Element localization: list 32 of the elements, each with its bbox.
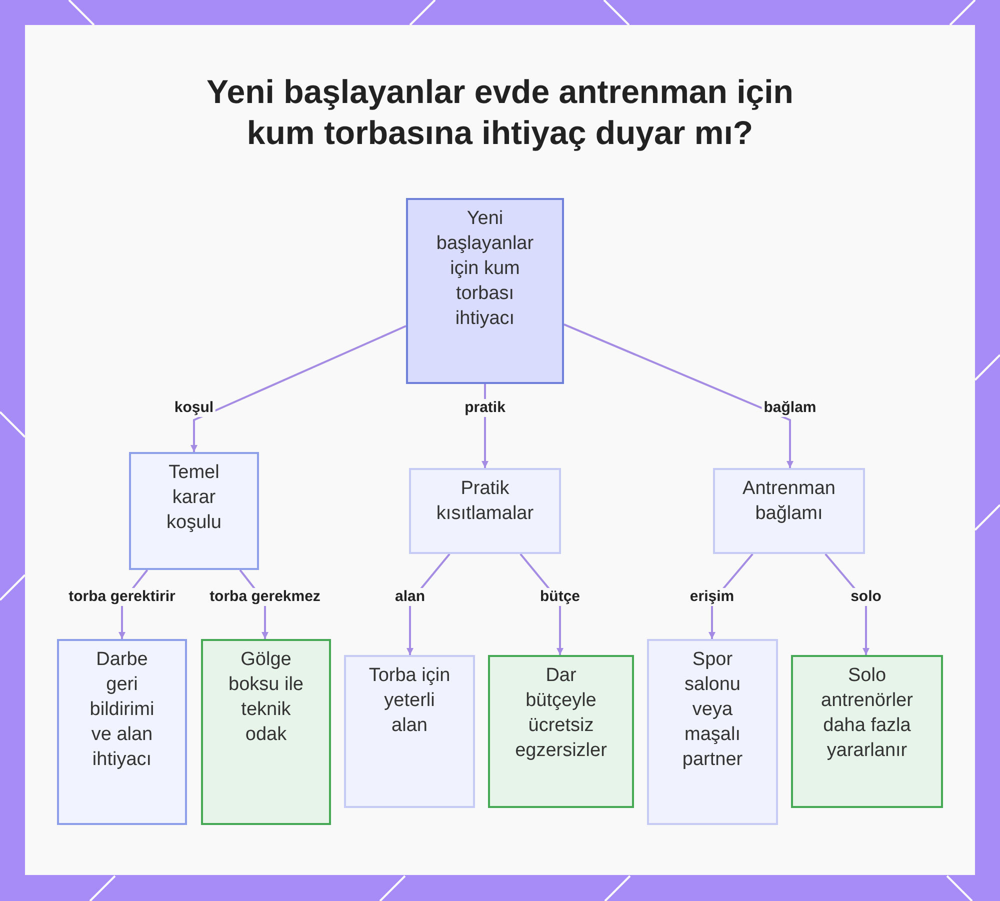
edge-label: bağlam: [762, 399, 818, 417]
branch-box: [713, 468, 865, 554]
node-text: Antrenman bağlamı: [742, 477, 836, 526]
node-text: Darbe geri bildirimi ve alan ihtiyacı: [88, 648, 156, 772]
edge-label: alan: [393, 588, 427, 606]
branch-box: [409, 468, 561, 554]
connector: [190, 325, 406, 452]
edge-label: koşul: [172, 399, 216, 417]
branch-box: [344, 655, 475, 808]
topic-box: [406, 198, 564, 384]
edge-label: torba gerekmez: [208, 588, 322, 606]
node-text: Dar bütçeyle ücretsiz egzersizler: [514, 664, 608, 763]
node-text: Spor salonu veya maşalı partner: [681, 648, 744, 772]
node-text: Gölge boksu ile teknik odak: [228, 648, 304, 747]
edge-label: torba gerektirir: [66, 588, 178, 606]
node-text: Torba için yeterli alan: [368, 664, 452, 738]
branch-box: [647, 639, 778, 825]
node-text: Pratik kısıtlamalar: [435, 477, 535, 526]
node-text: Solo antrenörler daha fazla yararlanır: [820, 664, 914, 763]
edge-label: pratik: [462, 399, 508, 417]
edge-label: erişim: [688, 588, 736, 606]
node-text: Temel karar koşulu: [166, 461, 222, 535]
edge-label: solo: [848, 588, 884, 606]
outcome-box: [791, 655, 943, 808]
connector: [564, 324, 794, 468]
diagram-title: Yeni başlayanlar evde antrenman için kum torbasına ihtiyaç duyar mı?: [206, 72, 794, 153]
node-text: Yeni başlayanlar için kum torbası ihtiyacı: [435, 207, 535, 331]
branch-box: [57, 639, 187, 825]
outcome-box: [488, 655, 634, 808]
edge-label: bütçe: [538, 588, 582, 606]
branch-box: [129, 452, 259, 570]
outcome-box: [201, 639, 331, 825]
